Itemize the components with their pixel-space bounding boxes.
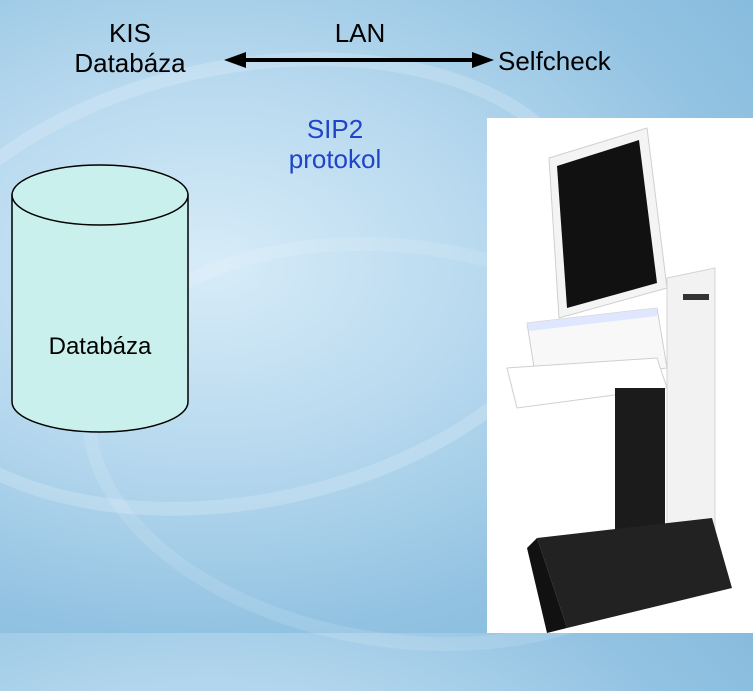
lan-label: LAN [334,18,386,48]
kiosk-illustration [506,127,732,633]
database-label: Databáza [48,333,152,360]
kis-label-line2: Databáza [74,48,186,78]
selfcheck-kiosk-image [487,118,753,633]
kiosk-tray-light [527,308,657,331]
kis-database-label: KIS Databáza [30,18,230,78]
protocol-line1: SIP2 [306,114,364,144]
selfcheck-label: Selfcheck [498,46,611,76]
protocol-line2: protokol [288,144,382,174]
cylinder-top [11,164,189,226]
kiosk-base [537,518,732,628]
double-arrow-icon [224,52,494,68]
kiosk-base-edge [527,538,567,633]
arrow-head-right [472,52,494,68]
arrow-head-left [224,52,246,68]
protocol-label: SIP2 protokol [255,114,415,174]
kiosk-screen [557,140,657,308]
kis-label-line1: KIS [109,18,151,48]
kiosk-printer-slot [683,294,709,300]
database-cylinder-icon [11,164,189,433]
cylinder-body [11,194,189,433]
kiosk-shelf [506,357,668,409]
